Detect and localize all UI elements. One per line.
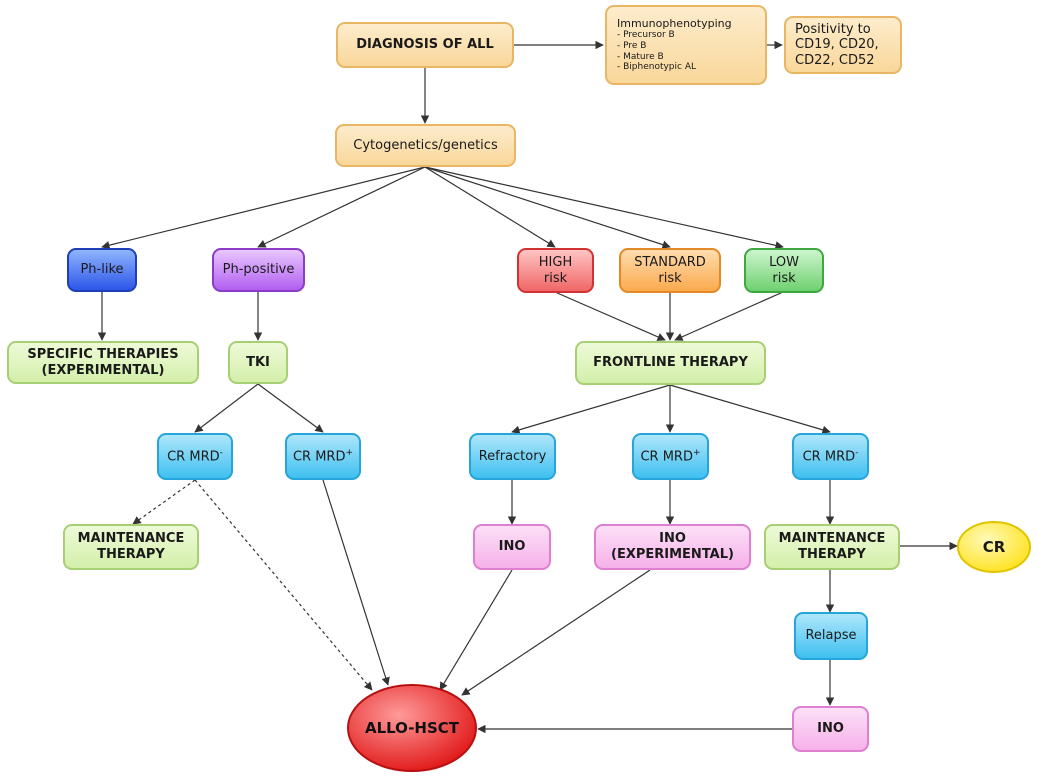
- cr-mrd-label: CR MRD-: [803, 448, 859, 465]
- cr-mrd-sup: -: [219, 448, 223, 459]
- edge-ino-allo: [439, 569, 513, 691]
- node-ino-experimental: INO (EXPERIMENTAL): [594, 524, 751, 570]
- node-frontline-label: FRONTLINE THERAPY: [593, 355, 748, 371]
- node-ino-relapse: INO: [792, 706, 869, 752]
- immuno-title: Immunophenotyping: [617, 16, 732, 30]
- ino-experimental-line: INO: [659, 531, 686, 547]
- edge-crmrdpos-allo: [322, 479, 390, 686]
- node-cr: CR: [958, 522, 1030, 572]
- cr-ellipse: [957, 521, 1031, 573]
- cr-mrd-label: CR MRD-: [167, 448, 223, 465]
- node-ph-like: Ph-like: [67, 248, 137, 292]
- node-cr-mrd-pos-left: CR MRD+: [285, 433, 361, 480]
- positivity-line: CD22, CD52: [795, 52, 875, 68]
- cr-mrd-sup: +: [345, 448, 354, 459]
- edge-cyto-phlike: [101, 166, 426, 250]
- node-positivity: Positivity to CD19, CD20, CD22, CD52: [784, 16, 902, 74]
- maintenance-left-line: MAINTENANCE: [77, 531, 185, 547]
- node-allo-hsct-label: ALLO-HSCT: [364, 719, 460, 737]
- node-cytogenetics-label: Cytogenetics/genetics: [353, 137, 498, 153]
- node-relapse-label: Relapse: [805, 628, 857, 644]
- node-specific-therapies: SPECIFIC THERAPIES (EXPERIMENTAL): [7, 341, 199, 384]
- node-standard-risk: STANDARD risk: [619, 248, 721, 293]
- edge-high-frontline: [554, 291, 666, 341]
- cr-mrd-base: CR MRD: [167, 449, 220, 465]
- edge-tki-crmrdneg: [194, 383, 259, 433]
- edge-cyto-high: [424, 166, 556, 248]
- edge-cyto-low: [424, 166, 784, 250]
- immuno-item: - Precursor B: [617, 30, 675, 40]
- node-refractory: Refractory: [469, 433, 556, 480]
- node-allo-hsct: ALLO-HSCT: [348, 685, 476, 771]
- node-low-risk: LOW risk: [744, 248, 824, 293]
- edge-crmrdneg-allo: [194, 479, 373, 691]
- edge-inoexp-allo: [461, 569, 651, 696]
- ino-experimental-line: (EXPERIMENTAL): [611, 547, 734, 562]
- node-diagnosis: DIAGNOSIS OF ALL: [336, 22, 514, 68]
- node-tki: TKI: [228, 341, 288, 384]
- edge-low-frontline: [674, 291, 784, 341]
- positivity-line: CD19, CD20,: [795, 37, 879, 53]
- node-high-risk: HIGH risk: [517, 248, 594, 293]
- immuno-item: - Biphenotypic AL: [617, 62, 696, 73]
- high-risk-line: HIGH: [538, 254, 573, 270]
- node-ph-positive-label: Ph-positive: [222, 262, 295, 278]
- cr-mrd-base: CR MRD: [292, 449, 346, 465]
- node-ino-refractory-label: INO: [498, 539, 526, 555]
- specific-therapies-line: SPECIFIC THERAPIES: [27, 346, 179, 362]
- high-risk-line: risk: [543, 270, 568, 286]
- cr-mrd-label: CR MRD+: [293, 448, 353, 465]
- immuno-item: - Pre B: [617, 40, 647, 51]
- cr-mrd-label: CR MRD+: [640, 448, 700, 465]
- maintenance-right-line: THERAPY: [798, 547, 866, 562]
- node-cr-label: CR: [982, 538, 1006, 556]
- immuno-item: - Mature B: [617, 51, 664, 62]
- specific-therapies-line: (EXPERIMENTAL): [41, 362, 165, 378]
- node-maintenance-right: MAINTENANCE THERAPY: [764, 524, 900, 570]
- edge-frontline-crmrdneg: [669, 384, 831, 434]
- allo-hsct-ellipse: [347, 684, 477, 772]
- node-ph-like-label: Ph-like: [80, 262, 124, 278]
- node-immunophenotyping: Immunophenotyping - Precursor B - Pre B …: [605, 5, 767, 85]
- standard-risk-line: risk: [658, 270, 682, 286]
- standard-risk-line: STANDARD: [634, 254, 706, 270]
- node-cr-mrd-neg-left: CR MRD-: [157, 433, 233, 480]
- maintenance-right-line: MAINTENANCE: [778, 531, 886, 547]
- cr-mrd-base: CR MRD: [640, 449, 693, 465]
- edge-frontline-refractory: [511, 384, 671, 434]
- node-cr-mrd-pos-right: CR MRD+: [632, 433, 709, 480]
- node-maintenance-left: MAINTENANCE THERAPY: [63, 524, 199, 570]
- edge-cyto-phpositive: [257, 166, 426, 248]
- node-cytogenetics: Cytogenetics/genetics: [335, 124, 516, 167]
- maintenance-left-line: THERAPY: [97, 547, 165, 562]
- node-relapse: Relapse: [794, 612, 868, 660]
- node-tki-label: TKI: [246, 354, 270, 370]
- cr-mrd-base: CR MRD: [802, 449, 856, 465]
- node-ino-relapse-label: INO: [817, 721, 844, 737]
- cr-mrd-sup: +: [692, 448, 701, 459]
- edge-tki-crmrdpos: [257, 383, 324, 433]
- node-refractory-label: Refractory: [478, 448, 547, 464]
- node-cr-mrd-neg-right: CR MRD-: [792, 433, 869, 480]
- low-risk-line: risk: [772, 270, 796, 286]
- edge-crmrdneg-maintenance: [132, 479, 196, 525]
- node-ino-refractory: INO: [473, 524, 551, 570]
- low-risk-line: LOW: [769, 254, 799, 270]
- edge-cyto-standard: [424, 166, 671, 249]
- cr-mrd-sup: -: [855, 448, 859, 459]
- node-ph-positive: Ph-positive: [212, 248, 305, 292]
- positivity-line: Positivity to: [795, 21, 871, 37]
- node-diagnosis-label: DIAGNOSIS OF ALL: [356, 37, 494, 53]
- node-frontline-therapy: FRONTLINE THERAPY: [575, 341, 766, 385]
